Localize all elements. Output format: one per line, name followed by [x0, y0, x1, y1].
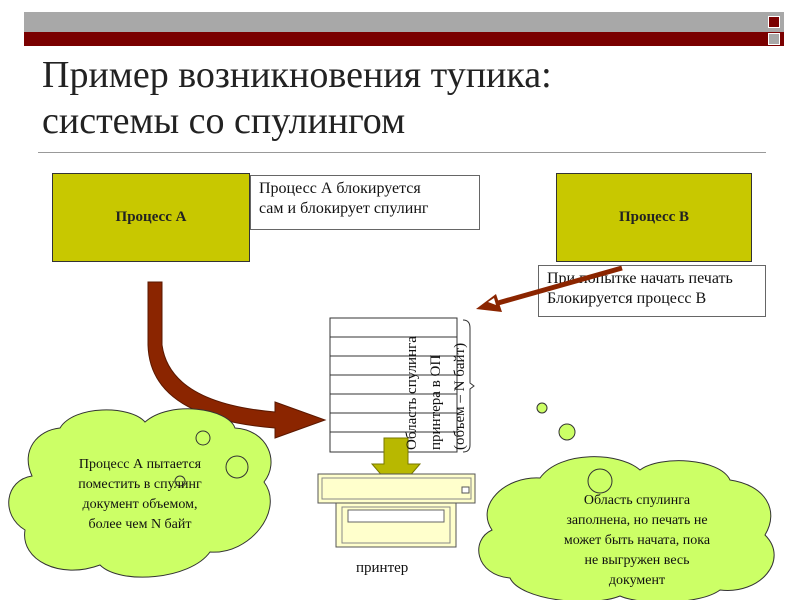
process-b-note: При попытке начать печать Блокируется пр…	[538, 265, 766, 317]
spool-label-line: (объем – N байт)	[452, 342, 468, 450]
slide-title-line: Пример возникновения тупика:	[42, 54, 552, 96]
cloud-right-text: Область спулинга заполнена, но печать не…	[522, 491, 752, 591]
cloud-left-text: Процесс А пытается поместить в спулинг д…	[40, 455, 240, 535]
header-square	[768, 33, 780, 45]
thought-cloud-left	[8, 408, 272, 578]
header-bar-gray	[24, 12, 784, 32]
process-b-box: Процесс В	[556, 173, 752, 262]
header-square	[768, 16, 780, 28]
note-line: Блокируется процесс В	[547, 290, 707, 307]
spool-label-line: Область спулинга	[404, 336, 420, 450]
cloud-text-line: Процесс А пытается	[78, 457, 202, 472]
spool-area-label: Область спулинга принтера в ОП (объем – …	[400, 260, 495, 450]
process-a-label: Процесс А	[115, 209, 187, 225]
note-line: сам и блокирует спулинг	[259, 200, 429, 217]
printer-label: принтер	[356, 560, 409, 576]
process-b-label: Процесс В	[618, 209, 690, 225]
cloud-text-line: более чем N байт	[88, 517, 192, 532]
cloud-text-line: документ	[608, 573, 666, 588]
spool-bracket	[462, 319, 475, 453]
cloud-text-line: документ объемом,	[82, 497, 198, 512]
cloud-text-line: поместить в спулинг	[78, 477, 202, 492]
cloud-text-line: может быть начата, пока	[563, 533, 711, 548]
cloud-text-line: заполнена, но печать не	[566, 513, 708, 528]
slide-title: Пример возникновения тупика: системы со …	[42, 52, 762, 144]
note-line: Процесс А блокируется	[259, 180, 421, 197]
cloud-text-line: не выгружен весь	[584, 553, 690, 568]
arrow-to-spool	[476, 265, 623, 312]
spool-buffer-stack	[329, 317, 458, 453]
title-divider	[38, 152, 766, 153]
printer-icon	[317, 473, 476, 548]
process-a-note: Процесс А блокируется сам и блокирует сп…	[250, 175, 480, 230]
header-bar-red	[24, 32, 784, 46]
cloud-text-line: Область спулинга	[583, 493, 691, 508]
spool-label-line: принтера в ОП	[428, 354, 444, 450]
curved-arrow-icon	[147, 281, 327, 439]
process-a-box: Процесс А	[52, 173, 250, 262]
slide-title-line: системы со спулингом	[42, 100, 406, 142]
thought-cloud-right	[478, 402, 775, 600]
